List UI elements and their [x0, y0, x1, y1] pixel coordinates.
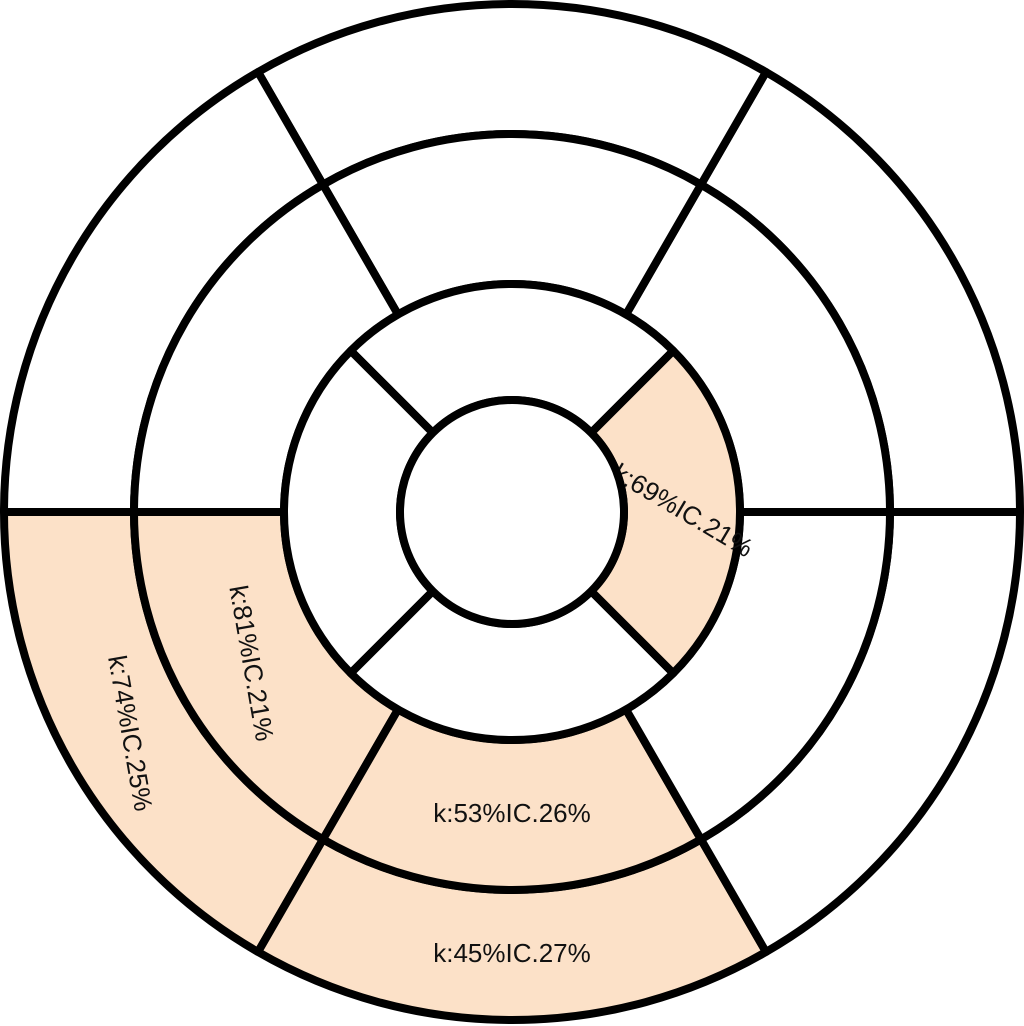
segment-label-basal-5: k:45%IC.27% — [433, 938, 591, 968]
segment-label-mid-5: k:53%IC.26% — [433, 798, 591, 828]
segment-apex-1 — [396, 396, 628, 628]
